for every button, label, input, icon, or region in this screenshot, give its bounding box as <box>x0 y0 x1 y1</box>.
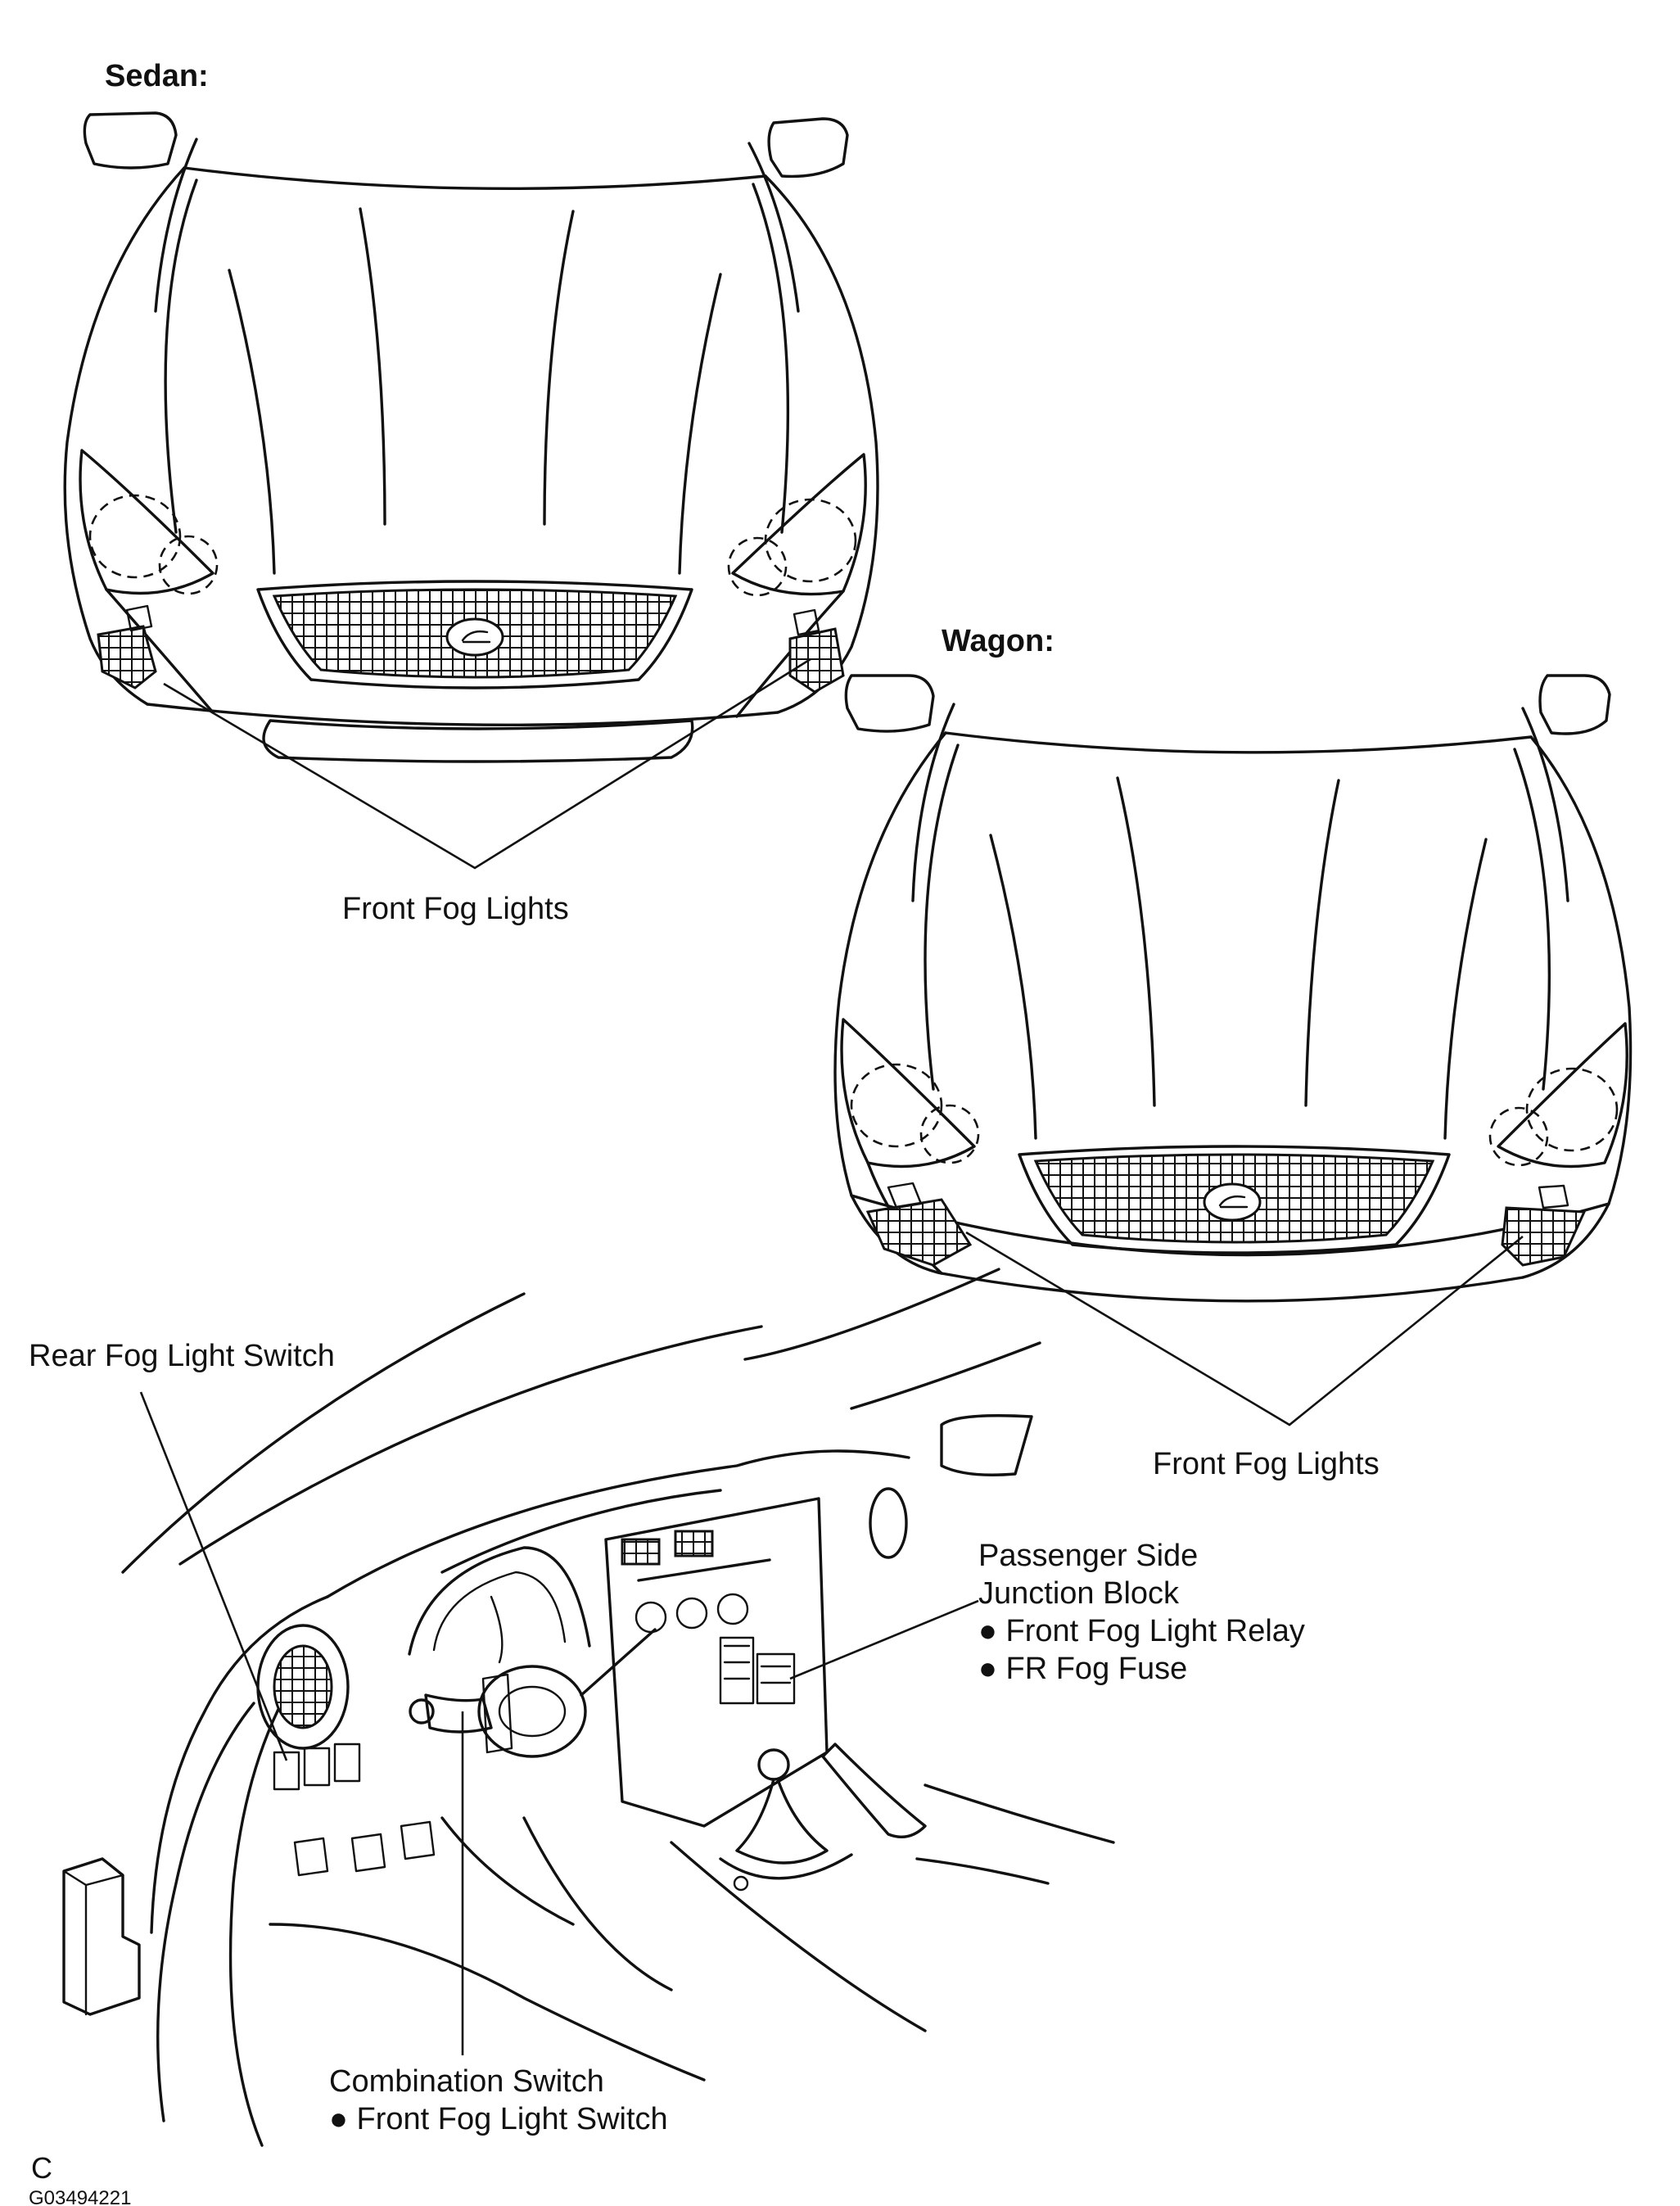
front-fog-light-relay-label: ● Front Fog Light Relay <box>978 1614 1305 1648</box>
front-fog-light-switch-label: ● Front Fog Light Switch <box>329 2102 668 2136</box>
sedan-front-view <box>63 111 879 763</box>
wagon-front-fog-lights-label: Front Fog Lights <box>1153 1447 1380 1481</box>
junction-block-leader <box>789 1599 979 1680</box>
dashboard-interior-view <box>62 1268 1115 2147</box>
sedan-heading: Sedan: <box>105 59 209 93</box>
rear-fog-switch-leader <box>139 1391 288 1761</box>
sedan-front-fog-lights-label: Front Fog Lights <box>342 892 569 926</box>
passenger-junction-block-label-2: Junction Block <box>978 1576 1180 1611</box>
sedan-fog-leader-lines <box>163 658 811 870</box>
combination-switch-label: Combination Switch <box>329 2064 604 2099</box>
figure-id: G03494221 <box>29 2187 131 2206</box>
wagon-heading: Wagon: <box>942 624 1055 658</box>
passenger-junction-block-label-1: Passenger Side <box>978 1539 1198 1573</box>
rear-fog-light-switch-label: Rear Fog Light Switch <box>29 1339 335 1373</box>
fr-fog-fuse-label: ● FR Fog Fuse <box>978 1652 1187 1686</box>
corner-code: C <box>31 2151 52 2185</box>
wagon-front-view <box>833 674 1633 1303</box>
wagon-fog-leader-lines <box>965 1231 1524 1426</box>
